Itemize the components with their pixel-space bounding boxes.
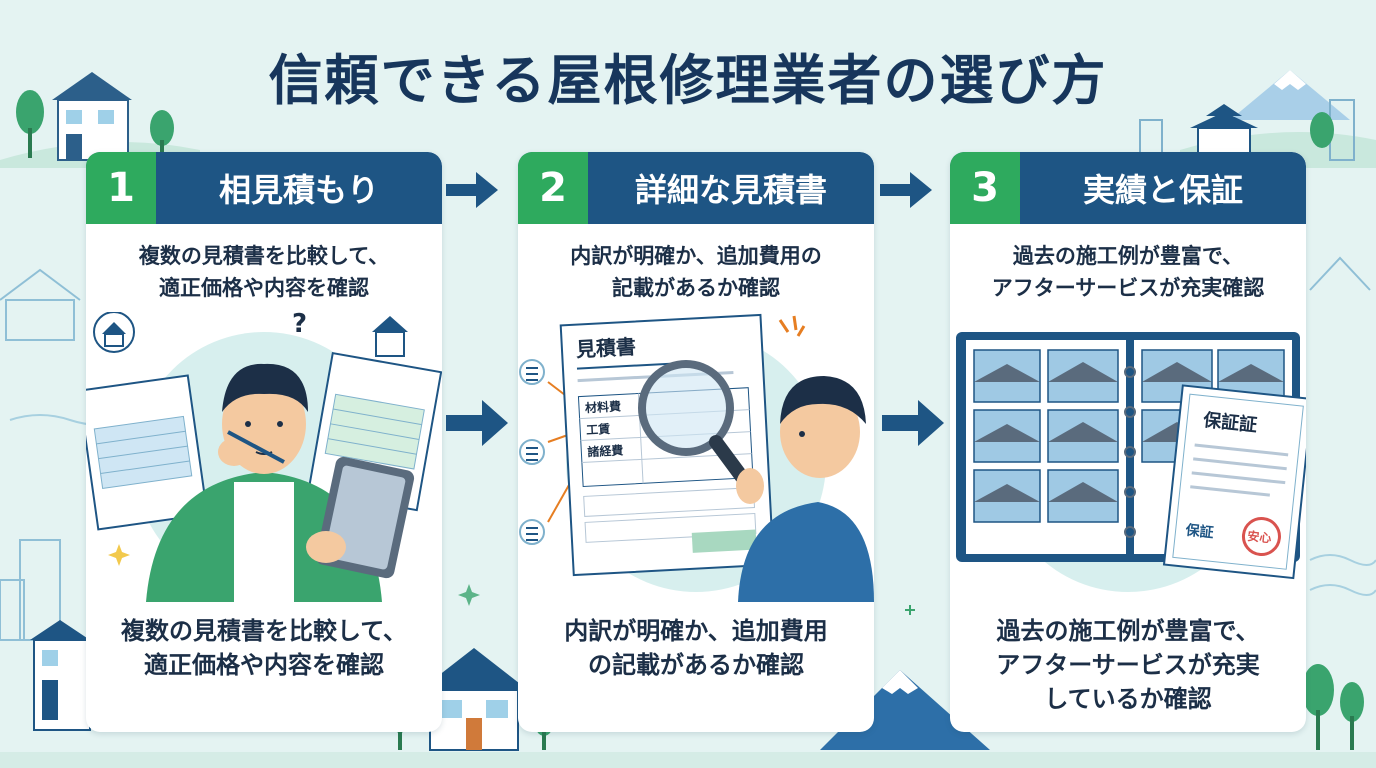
arrow-right-icon — [880, 172, 932, 208]
step-note: 複数の見積書を比較して、 適正価格や内容を確認 — [96, 614, 432, 682]
step-title: 相見積もり — [218, 171, 379, 209]
arrow-right-icon — [882, 400, 944, 446]
house-small-icon — [372, 316, 408, 357]
step-card-2: 2 詳細な見積書 内訳が明確か、追加費用の 記載があるか確認 見積書 — [518, 152, 874, 732]
step-note: 過去の施工例が豊富で、 アフターサービスが充実 しているか確認 — [960, 614, 1296, 716]
certificate-label: 保証 — [1184, 521, 1215, 541]
arrow-right-icon — [446, 172, 498, 208]
man-person-icon — [736, 376, 874, 602]
description-line: 内訳が明確か、追加費用の — [570, 244, 822, 268]
comparing-estimates-illustration: ? — [86, 312, 442, 602]
note-line: 複数の見積書を比較して、 — [120, 617, 408, 645]
stamp-text: 安心 — [1247, 528, 1272, 545]
step-description: 内訳が明確か、追加費用の 記載があるか確認 — [528, 240, 864, 304]
step-number: 2 — [518, 152, 588, 224]
castle-icon — [1190, 104, 1258, 157]
step-header: 2 詳細な見積書 — [518, 152, 874, 224]
step-description: 複数の見積書を比較して、 適正価格や内容を確認 — [96, 240, 432, 304]
description-line: 記載があるか確認 — [612, 276, 780, 300]
step-card-1: 1 相見積もり 複数の見積書を比較して、 適正価格や内容を確認 ? — [86, 152, 442, 732]
stamp-icon — [1241, 516, 1281, 556]
document-item: 材料費 — [584, 398, 622, 415]
step-header: 1 相見積もり — [86, 152, 442, 224]
house-bubble-icon — [93, 312, 135, 353]
note-line: しているか確認 — [1044, 685, 1212, 713]
house-top-left-icon — [52, 72, 132, 161]
mount-fuji-top-icon — [1230, 70, 1350, 120]
description-line: 過去の施工例が豊富で、 — [1012, 244, 1244, 268]
step-number: 1 — [86, 152, 156, 224]
warranty-certificate: 保証証 保証 安心 — [1162, 384, 1306, 580]
description-line: 適正価格や内容を確認 — [159, 276, 369, 300]
note-line: 適正価格や内容を確認 — [144, 651, 384, 679]
document-item: 工賃 — [586, 421, 611, 437]
house-bottom-left-icon — [30, 620, 91, 731]
document-title: 見積書 — [575, 335, 636, 362]
tree-left-icon — [16, 90, 174, 160]
detailed-estimate-illustration: 見積書 材料費 工賃 諸経費 — [519, 313, 874, 602]
note-line: 過去の施工例が豊富で、 — [996, 617, 1260, 645]
note-line: 内訳が明確か、追加費用 — [564, 617, 828, 645]
house-bottom-center-icon — [420, 648, 528, 751]
man-person-icon — [146, 363, 382, 602]
question-mark: ? — [292, 312, 307, 339]
step-card-3: 3 実績と保証 過去の施工例が豊富で、 アフターサービスが充実確認 — [950, 152, 1306, 732]
step-header: 3 実績と保証 — [950, 152, 1306, 224]
trees-bottom-right-icon — [1302, 664, 1364, 750]
arrow-right-icon — [446, 400, 508, 446]
step-description: 過去の施工例が豊富で、 アフターサービスが充実確認 — [960, 240, 1296, 304]
step-number: 3 — [950, 152, 1020, 224]
document-item: 諸経費 — [587, 442, 624, 459]
step-note: 内訳が明確か、追加費用 の記載があるか確認 — [528, 614, 864, 682]
description-line: アフターサービスが充実確認 — [991, 276, 1265, 300]
track-record-illustration: 保証証 保証 安心 — [956, 332, 1306, 592]
note-line: の記載があるか確認 — [588, 651, 804, 679]
list-icon — [519, 359, 545, 545]
step-title: 詳細な見積書 — [634, 171, 827, 209]
note-line: アフターサービスが充実 — [996, 651, 1260, 679]
description-line: 複数の見積書を比較して、 — [138, 244, 390, 268]
house-outline-left-icon — [0, 268, 81, 341]
buildings-bottom-left-icon — [0, 539, 61, 641]
page-title: 信頼できる屋根修理業者の選び方 — [268, 49, 1108, 112]
step-title: 実績と保証 — [1082, 171, 1243, 209]
fuji-outline-right-icon — [1309, 256, 1371, 291]
